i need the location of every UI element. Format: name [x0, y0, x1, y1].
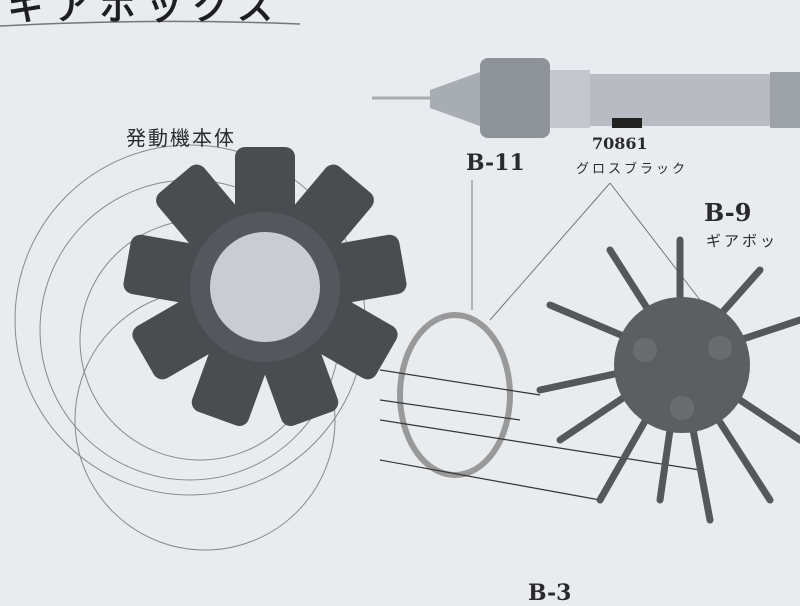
arrows [379, 369, 701, 501]
part-number-b11: B-11 [466, 150, 525, 176]
engine-label: 発動機本体 [126, 126, 236, 150]
page-title-partial: ギアボックス [8, 0, 283, 28]
paint-code: 70861 [592, 134, 648, 153]
pin-vise-drill [372, 58, 800, 138]
paint-name: グロスブラック [576, 162, 689, 177]
title-underline [0, 20, 301, 27]
part-number-b3: B-3 [528, 580, 572, 606]
b11-ring-drawing [397, 312, 513, 478]
gearbox-label: ギアボッ [706, 232, 779, 250]
engine-cylinders [123, 147, 407, 427]
part-number-b9: B-9 [704, 198, 752, 227]
